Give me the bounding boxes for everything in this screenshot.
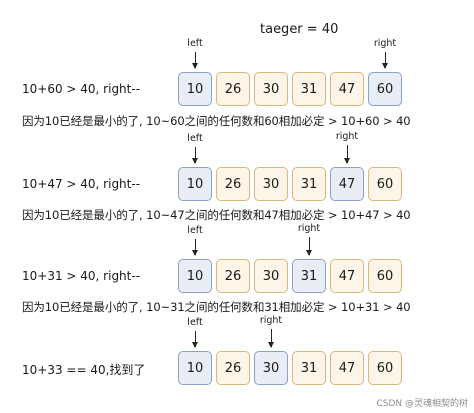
array-cell: 26: [216, 259, 250, 293]
array-cell: 31: [292, 167, 326, 201]
right-pointer-label: right: [259, 315, 283, 326]
left-pointer-arrow: [192, 147, 198, 164]
left-pointer-label: left: [187, 225, 203, 236]
array-cell: 10: [178, 167, 212, 201]
right-pointer-label: right: [373, 38, 397, 49]
array-cell: 47: [330, 167, 364, 201]
array-cell: 47: [330, 72, 364, 106]
left-pointer-label: left: [187, 38, 203, 49]
left-pointer-label: left: [187, 133, 203, 144]
array-cell: 47: [330, 259, 364, 293]
array-cell: 60: [368, 259, 402, 293]
array-cell: 60: [368, 351, 402, 385]
explanation-note: 因为10已经是最小的了, 10~31之间的任何数和31相加必定 > 10+31 …: [22, 300, 411, 314]
right-pointer-arrow: [382, 52, 388, 69]
right-pointer-arrow: [344, 145, 350, 164]
step-label: 10+60 > 40, right--: [22, 82, 141, 96]
explanation-note: 因为10已经是最小的了, 10~47之间的任何数和47相加必定 > 10+47 …: [22, 208, 411, 222]
explanation-note: 因为10已经是最小的了, 10~60之间的任何数和60相加必定 > 10+60 …: [22, 114, 411, 128]
array-cell: 30: [254, 72, 288, 106]
left-pointer-arrow: [192, 239, 198, 256]
right-pointer-label: right: [335, 131, 359, 142]
array-cell: 26: [216, 72, 250, 106]
diagram-title: taeger = 40: [260, 22, 339, 37]
array-cell: 47: [330, 351, 364, 385]
left-pointer-label: left: [187, 317, 203, 328]
right-pointer-arrow: [268, 329, 274, 348]
array-cell: 30: [254, 259, 288, 293]
left-pointer-arrow: [192, 331, 198, 348]
array-cell: 60: [368, 72, 402, 106]
array-cell: 31: [292, 259, 326, 293]
step-label: 10+47 > 40, right--: [22, 177, 141, 191]
array-cell: 26: [216, 351, 250, 385]
left-pointer-arrow: [192, 52, 198, 69]
array-cell: 30: [254, 351, 288, 385]
step-label: 10+33 == 40,找到了: [22, 363, 146, 377]
array-cell: 10: [178, 351, 212, 385]
array-cell: 30: [254, 167, 288, 201]
array-cell: 10: [178, 259, 212, 293]
step-label: 10+31 > 40, right--: [22, 269, 141, 283]
array-cell: 26: [216, 167, 250, 201]
right-pointer-arrow: [306, 237, 312, 256]
array-cell: 10: [178, 72, 212, 106]
array-cell: 60: [368, 167, 402, 201]
watermark: CSDN @灵魂相契的树: [376, 399, 468, 409]
right-pointer-label: right: [297, 223, 321, 234]
array-cell: 31: [292, 351, 326, 385]
array-cell: 31: [292, 72, 326, 106]
